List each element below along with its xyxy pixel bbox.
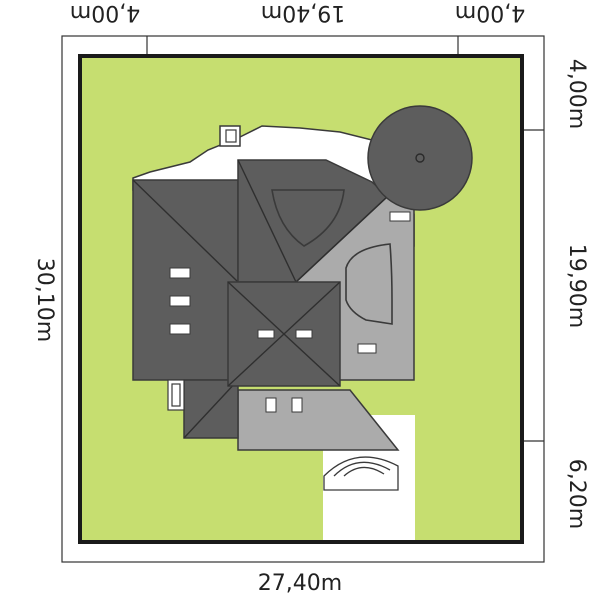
roof-left-wing [132,179,239,381]
dim-right-top: 4,00m [564,59,589,129]
entrance-steps [323,456,399,491]
tower-roof [367,105,473,211]
dormer-arch-top [271,189,345,247]
dim-top-right: 4,00m [455,0,525,25]
dim-bottom: 27,40m [258,571,342,596]
side-steps [167,379,185,411]
dim-left: 30,10m [32,258,57,342]
tower-finial [415,153,425,163]
dormer-arch-right [345,243,393,325]
chimney [219,125,241,147]
dim-top-left: 4,00m [70,0,140,25]
plot-boundary [78,54,524,544]
dim-right-middle: 19,90m [564,244,589,328]
dimension-frame [61,35,545,563]
dim-top-middle: 19,40m [261,0,345,25]
skylights [169,211,411,413]
dim-right-bottom: 6,20m [564,459,589,529]
